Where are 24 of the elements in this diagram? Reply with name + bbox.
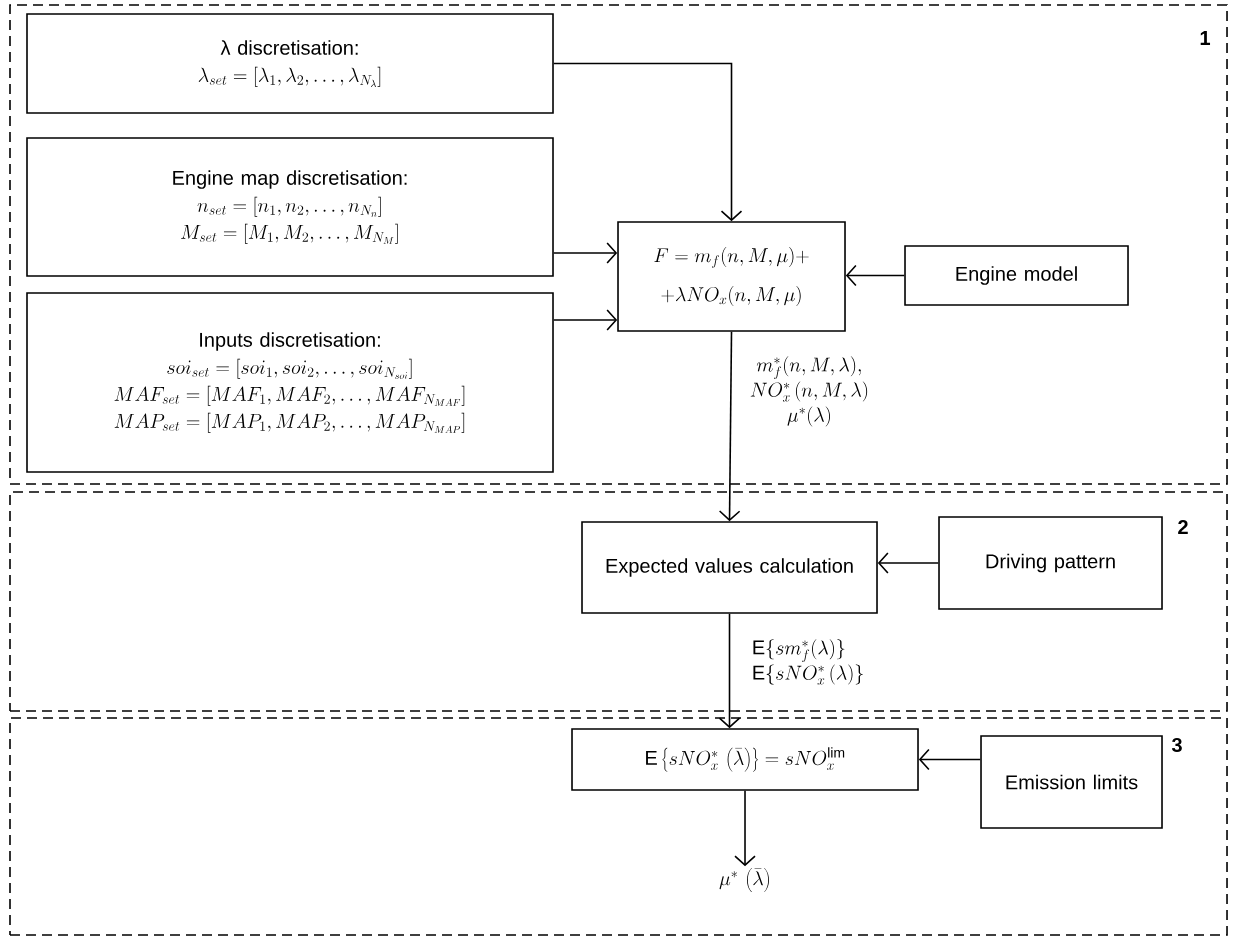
arrow xyxy=(553,62,743,222)
section-number: 1 xyxy=(1200,31,1211,45)
arrow xyxy=(553,309,618,331)
process-box: λ discretisation: $\lambda_{set} = [\lambda_1, \lambda_2, \ldots, \lambda_{N_\lambda}]$ xyxy=(26,13,554,114)
input-box: Driving pattern xyxy=(938,516,1163,610)
result-formula: $\mu^*\,\left(\bar{\lambda}\right)$ xyxy=(719,868,769,892)
section-number: 3 xyxy=(1171,737,1182,753)
process-box: Expected values calculation xyxy=(581,521,878,614)
arrow xyxy=(734,790,756,867)
section-number: 2 xyxy=(1178,520,1188,534)
edge-label: $\begin{array}{l} \mathrm{E}\{sm_f^*(\lambda)\} \\ \mathrm{E}\{sNO_x^*\,(\lambda)\} \end{array}$ xyxy=(745,635,871,688)
formula-box: $\mathrm{E}\left\{sNO_x^*\,\left(\bar{\lambda}\right)\right\} = sNO_x^{\mathrm{lim}}$ xyxy=(571,728,919,791)
arrow xyxy=(718,331,741,522)
arrow xyxy=(718,613,741,729)
arrow xyxy=(877,552,939,574)
input-box: Emission limits xyxy=(980,735,1163,829)
formula-box: $F = m_f(n, M, \mu) +$ $+ \lambda NO_x(n, M, \mu)$ xyxy=(617,221,846,332)
input-box: Engine model xyxy=(904,245,1129,306)
arrow xyxy=(845,264,905,287)
process-box: Engine map discretisation: $n_{set} = \left[n_1, n_2, \ldots, n_{N_n}\right]$ $M_{set} = \left[M_1, M_2, \ldots, M_{N_M}\right]$ xyxy=(26,137,554,277)
process-box: Inputs discretisation: $soi_{set} = \left[soi_1, soi_2, \ldots, soi_{N_{soi}}\right]$ $MAF_{set} = \left[MAF_1, MAF_2, \ldots, MAF_{N_{MAF}}\right]$ $MAP_{set} = \left[MAP_1, MAP_2, \ldots, MAP_{N_{MAP}}\right]$ xyxy=(26,292,554,473)
arrow xyxy=(553,242,618,264)
arrow xyxy=(918,748,981,771)
edge-label: $\begin{array}{c} m_f^*(n, M, \lambda), \\ NO_x^*\,(n, M, \lambda) \\ \mu^*(\lambda) \end{array}$ xyxy=(743,352,875,430)
